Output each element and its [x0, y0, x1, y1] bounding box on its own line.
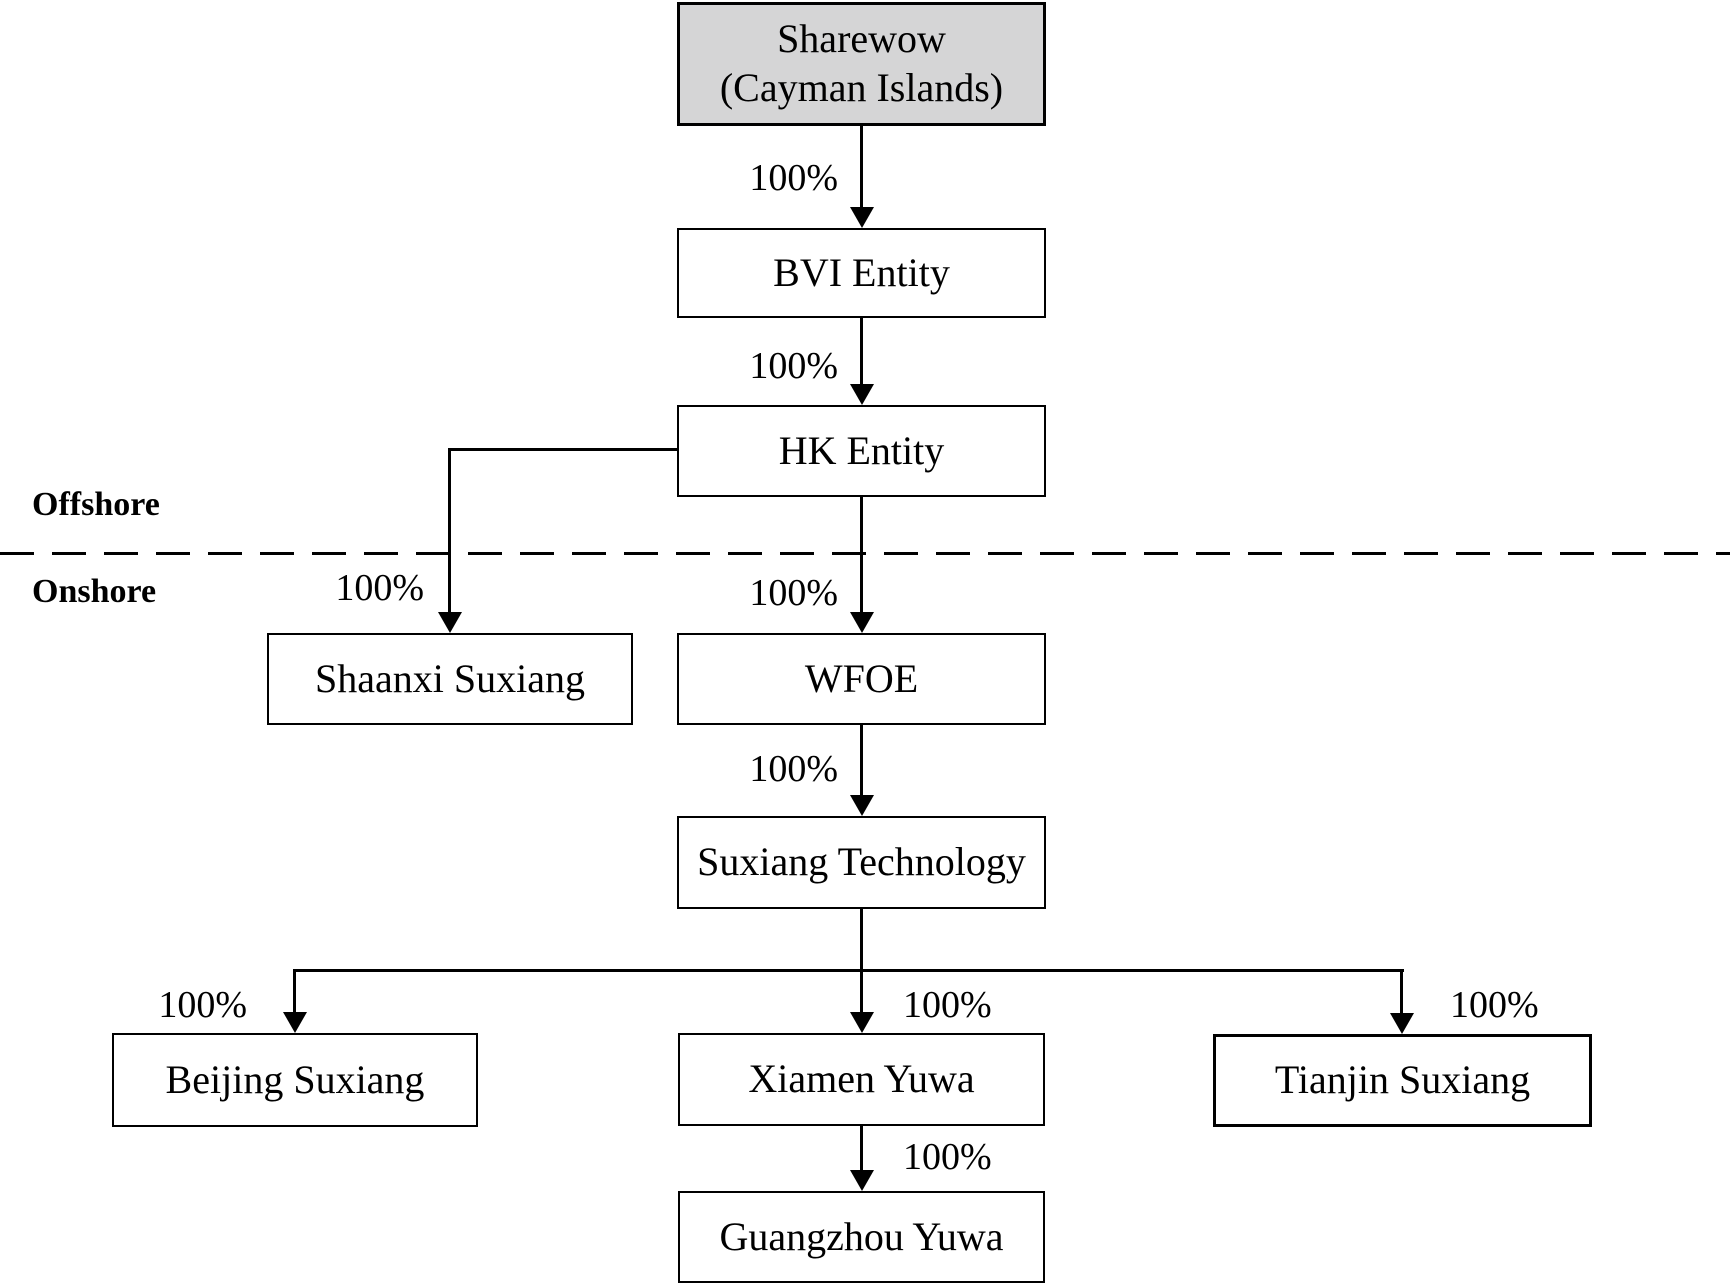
arrow-down-icon — [1390, 1013, 1414, 1034]
ownership-label-hk-wfoe: 100% — [749, 572, 838, 614]
node-tianjin-suxiang: Tianjin Suxiang — [1213, 1034, 1592, 1127]
node-wfoe: WFOE — [677, 633, 1046, 725]
node-guangzhou-yuwa: Guangzhou Yuwa — [678, 1191, 1045, 1283]
edge-line-sharewow-bvi — [860, 126, 863, 207]
edge-line-children-connector — [293, 969, 1404, 972]
ownership-label-bvi-hk: 100% — [749, 345, 838, 387]
node-bvi-entity: BVI Entity — [677, 228, 1046, 318]
edge-line-wfoe-suxiang — [860, 725, 863, 795]
ownership-label-suxiang-tianjin: 100% — [1450, 984, 1539, 1026]
node-sharewow-label: Sharewow — [777, 16, 946, 62]
ownership-label-hk-shaanxi: 100% — [335, 567, 424, 609]
edge-line-hk-shaanxi-h — [448, 448, 677, 451]
edge-line-drop-tianjin — [1400, 969, 1403, 1013]
arrow-down-icon — [850, 384, 874, 405]
node-guangzhou-yuwa-label: Guangzhou Yuwa — [719, 1213, 1004, 1259]
node-wfoe-label: WFOE — [804, 655, 919, 701]
edge-line-drop-xiamen — [860, 969, 863, 1012]
arrow-down-icon — [438, 612, 462, 633]
arrow-down-icon — [850, 612, 874, 633]
node-sharewow: Sharewow (Cayman Islands) — [677, 2, 1046, 126]
node-beijing-suxiang-label: Beijing Suxiang — [165, 1056, 425, 1102]
arrow-down-icon — [850, 1170, 874, 1191]
ownership-label-wfoe-suxiang: 100% — [749, 748, 838, 790]
arrow-down-icon — [850, 795, 874, 816]
node-bvi-entity-label: BVI Entity — [773, 249, 950, 295]
node-beijing-suxiang: Beijing Suxiang — [112, 1033, 478, 1127]
edge-line-bvi-hk — [860, 318, 863, 384]
node-hk-entity-label: HK Entity — [778, 427, 945, 473]
edge-line-suxiang-stem — [860, 909, 863, 971]
ownership-label-suxiang-xiamen: 100% — [903, 984, 992, 1026]
node-suxiang-technology: Suxiang Technology — [677, 816, 1046, 909]
ownership-label-xiamen-guangzhou: 100% — [903, 1136, 992, 1178]
edge-line-xiamen-guangzhou — [860, 1125, 863, 1170]
node-hk-entity: HK Entity — [677, 405, 1046, 497]
ownership-label-suxiang-beijing: 100% — [158, 984, 247, 1026]
arrow-down-icon — [283, 1012, 307, 1033]
offshore-onshore-divider-line — [0, 552, 1730, 555]
arrow-down-icon — [850, 207, 874, 228]
onshore-region-label: Onshore — [32, 573, 157, 610]
edge-line-drop-beijing — [293, 969, 296, 1012]
edge-line-hk-shaanxi-v — [448, 448, 451, 612]
edge-line-hk-wfoe — [860, 497, 863, 612]
node-shaanxi-suxiang: Shaanxi Suxiang — [267, 633, 633, 725]
node-suxiang-technology-label: Suxiang Technology — [697, 839, 1026, 885]
ownership-label-sharewow-bvi: 100% — [749, 157, 838, 199]
node-xiamen-yuwa: Xiamen Yuwa — [678, 1033, 1045, 1126]
node-xiamen-yuwa-label: Xiamen Yuwa — [748, 1056, 975, 1102]
offshore-region-label: Offshore — [32, 486, 160, 523]
arrow-down-icon — [850, 1012, 874, 1033]
node-sharewow-sublabel: (Cayman Islands) — [719, 65, 1004, 110]
node-shaanxi-suxiang-label: Shaanxi Suxiang — [315, 655, 585, 701]
node-tianjin-suxiang-label: Tianjin Suxiang — [1274, 1057, 1531, 1103]
